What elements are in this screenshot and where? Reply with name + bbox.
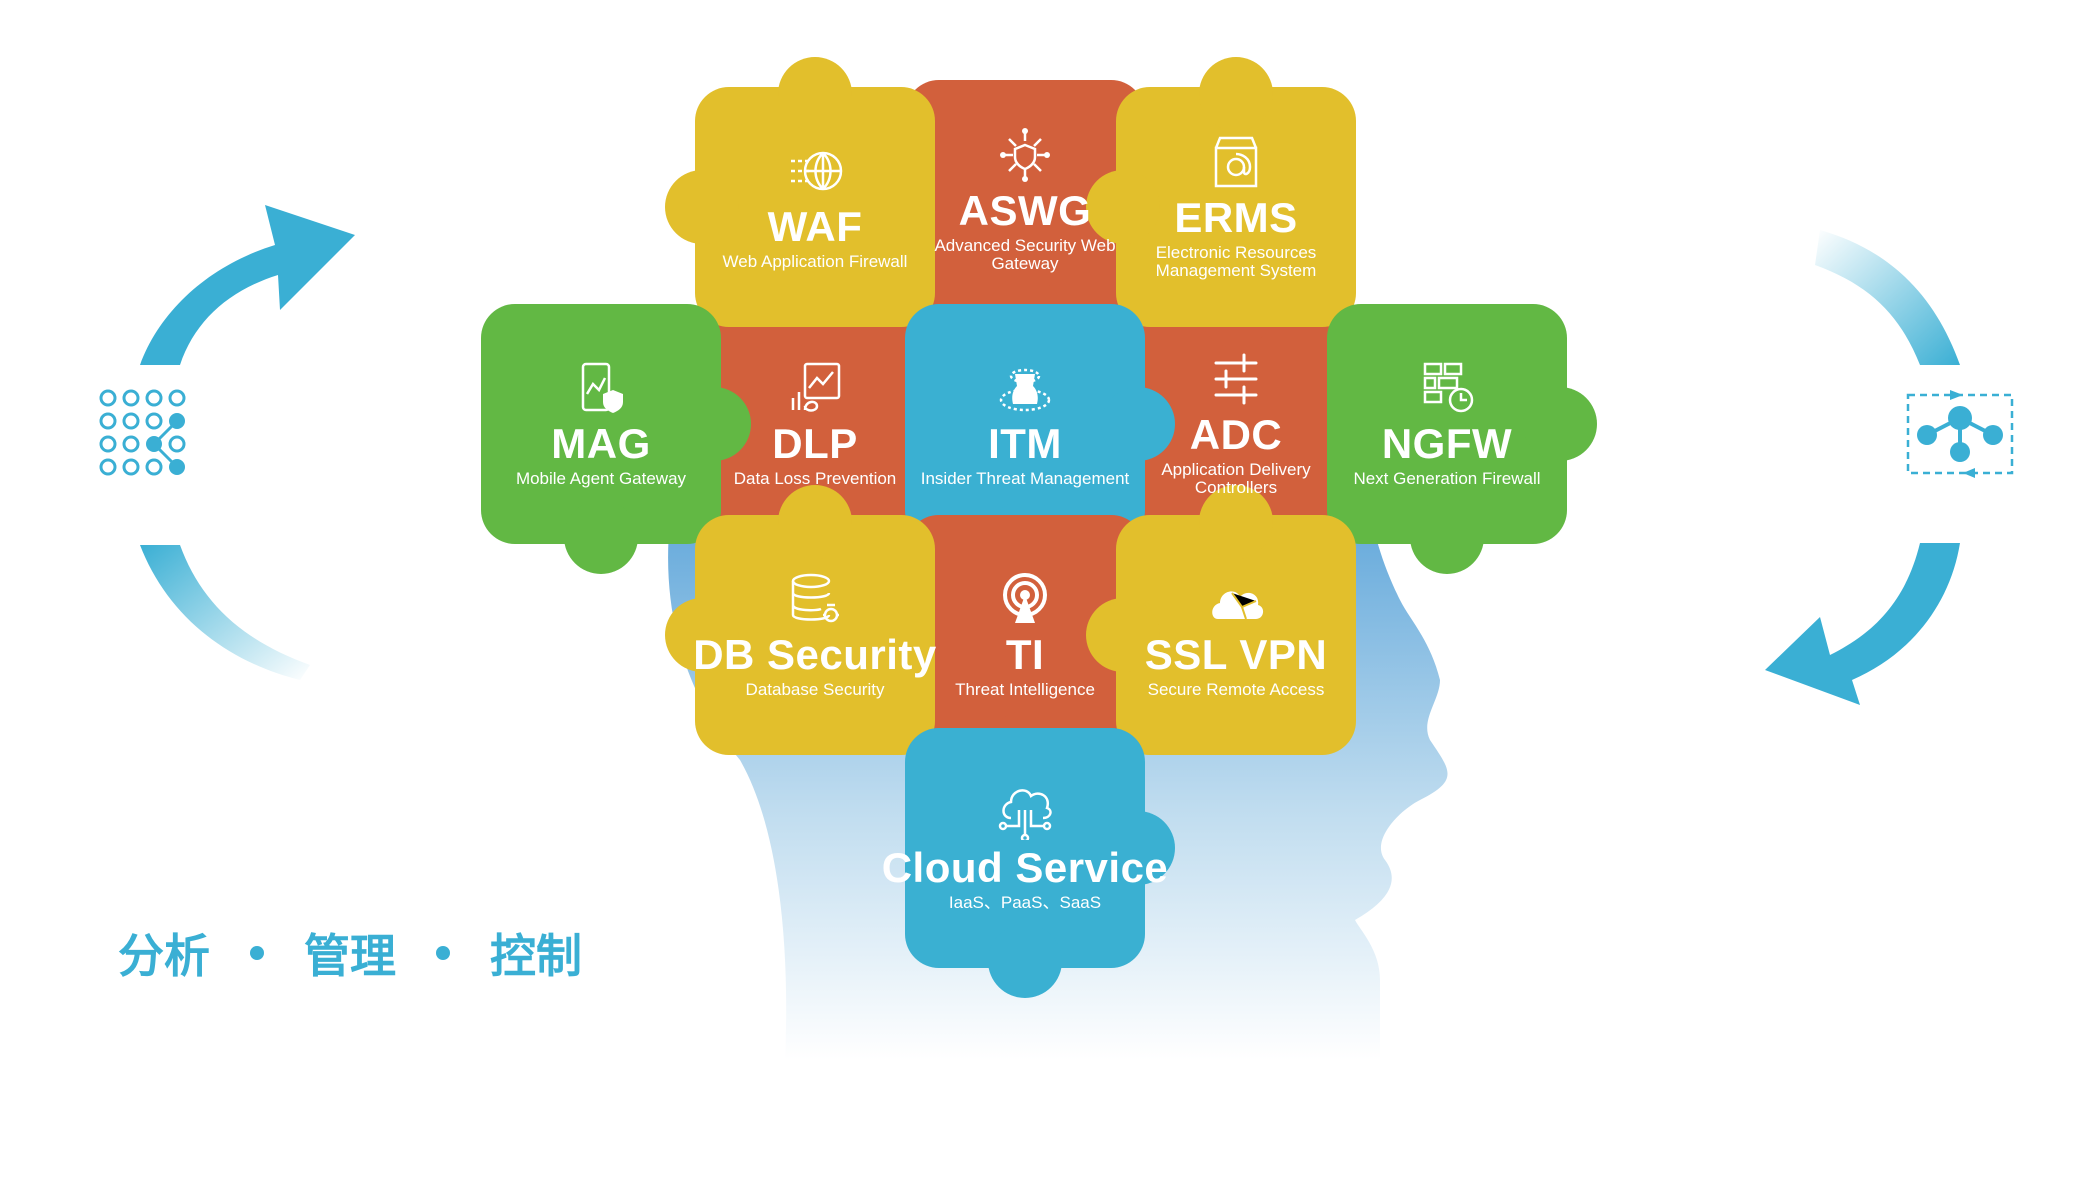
piece-subtitle: Web Application Firewall [722, 252, 908, 272]
piece-title: DB Security [693, 631, 937, 679]
piece-title: WAF [767, 203, 863, 251]
puzzle-knob [564, 500, 638, 574]
piece-subtitle: Data Loss Prevention [733, 469, 897, 489]
puzzle-knob [778, 57, 852, 131]
shield-network-icon [1000, 128, 1050, 183]
puzzle-piece-ngfw [1327, 304, 1597, 574]
piece-title: ERMS [1174, 194, 1298, 242]
piece-title: ITM [988, 420, 1062, 468]
tagline: 分析 管理 控制 [118, 920, 582, 986]
piece-subtitle: Database Security [745, 680, 885, 700]
dlp-chart-icon [791, 362, 841, 412]
piece-subtitle: Insider Threat Management [920, 469, 1130, 489]
dot-grid-icon [99, 389, 186, 476]
piece-subtitle: Next Generation Firewall [1353, 469, 1541, 489]
piece-title: ADC [1189, 411, 1283, 459]
piece-subtitle: Electronic Resources Management System [1155, 243, 1317, 281]
tagline-control: 控制 [490, 929, 582, 983]
piece-title: ASWG [958, 187, 1092, 235]
puzzle-knob [778, 485, 852, 559]
piece-title: SSL VPN [1144, 631, 1328, 679]
cloud-circuit-icon [998, 789, 1052, 841]
puzzle-piece-mag [481, 304, 751, 574]
database-bug-icon [791, 573, 839, 623]
cycle-arrow-left [140, 205, 355, 680]
puzzle-piece-cloud-service [905, 728, 1175, 998]
insider-user-icon [999, 368, 1051, 412]
sliders-icon [1214, 353, 1258, 405]
piece-subtitle: Application Delivery Controllers [1161, 460, 1311, 498]
email-folder-icon [1214, 136, 1258, 188]
puzzle-knob [1199, 485, 1273, 559]
globe-arrows-icon [791, 151, 843, 191]
puzzle-knob [1523, 387, 1597, 461]
piece-subtitle: Mobile Agent Gateway [515, 469, 687, 489]
cycle-arrow-right [1765, 230, 1960, 705]
puzzle-knob [677, 387, 751, 461]
piece-title: DLP [772, 420, 858, 468]
puzzle-knob [988, 924, 1062, 998]
firewall-clock-icon [1423, 362, 1474, 413]
puzzle-piece-itm [905, 304, 1175, 574]
signal-tower-icon [1003, 573, 1047, 624]
piece-subtitle: IaaS、PaaS、SaaS [948, 893, 1102, 913]
network-hierarchy-icon [1906, 390, 2014, 478]
cloud-network-icon [1212, 591, 1264, 620]
piece-title: Cloud Service [881, 844, 1169, 892]
piece-subtitle: Threat Intelligence [955, 680, 1095, 700]
puzzle-piece-db-security [665, 485, 935, 755]
puzzle-knob [1086, 170, 1160, 244]
puzzle-knob [665, 170, 739, 244]
bullet-dot [436, 946, 450, 960]
bullet-dot [250, 946, 264, 960]
puzzle-knob [1199, 57, 1273, 131]
tagline-manage: 管理 [304, 929, 396, 983]
tagline-analyze: 分析 [118, 929, 210, 983]
puzzle-piece-erms [1086, 57, 1356, 327]
puzzle-knob [1101, 811, 1175, 885]
piece-subtitle: Advanced Security Web Gateway [934, 236, 1116, 274]
piece-title: TI [1005, 631, 1045, 679]
piece-title: MAG [551, 420, 651, 468]
puzzle-knob [1410, 500, 1484, 574]
puzzle-knob [1101, 387, 1175, 461]
puzzle-knob [1086, 598, 1160, 672]
puzzle-piece-ssl-vpn [1086, 485, 1356, 755]
puzzle-knob [665, 598, 739, 672]
mobile-shield-icon [581, 362, 623, 414]
puzzle-piece-waf [665, 57, 935, 327]
piece-subtitle: Secure Remote Access [1147, 680, 1325, 700]
piece-title: NGFW [1381, 420, 1513, 468]
